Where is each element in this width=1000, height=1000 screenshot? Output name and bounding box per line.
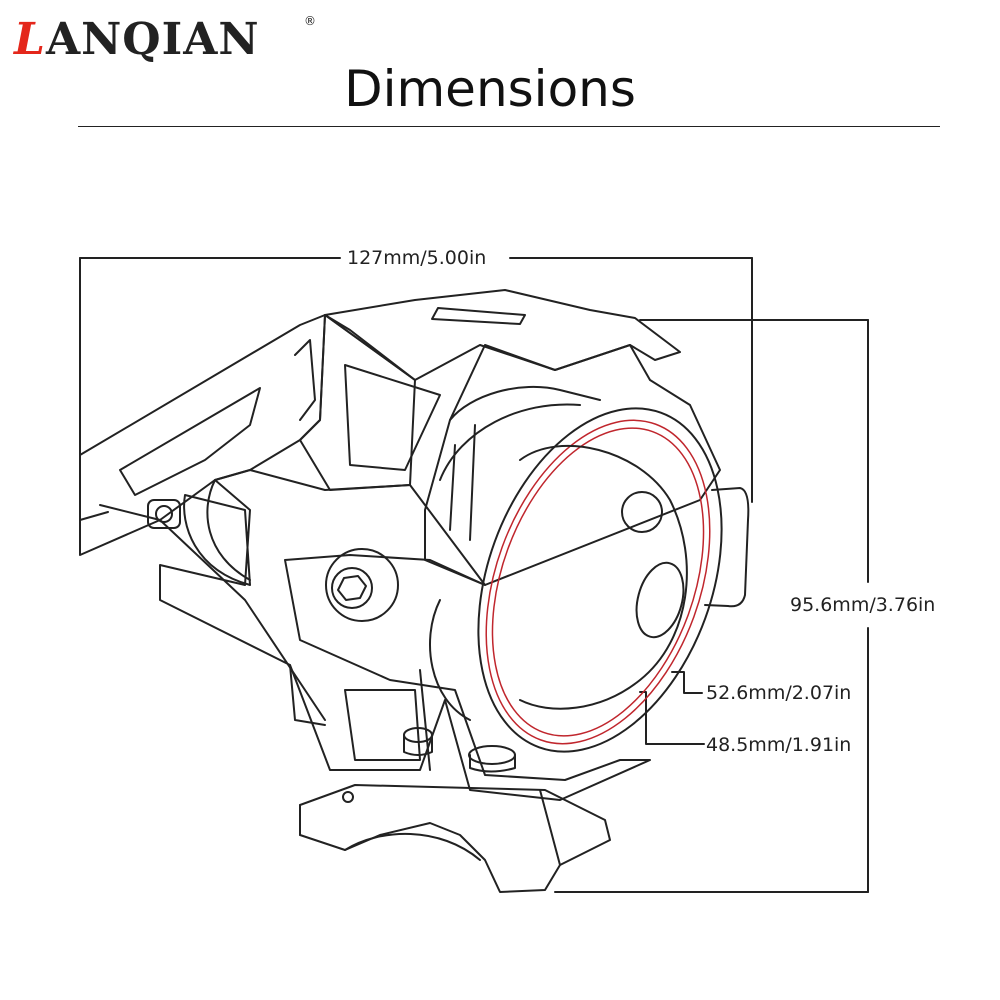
front-frame bbox=[99, 344, 721, 801]
lamp-barrel bbox=[429, 385, 601, 721]
lens-assembly bbox=[477, 407, 723, 753]
brand-logo-rest: ANQIAN bbox=[45, 14, 260, 65]
brand-logo-initial: L bbox=[14, 14, 46, 65]
hex-socket-bolt-icon bbox=[325, 548, 399, 622]
side-cap bbox=[704, 487, 750, 608]
height-dimension-line bbox=[554, 319, 869, 893]
title-divider bbox=[78, 126, 940, 127]
registered-mark: ® bbox=[304, 14, 317, 28]
page-title: Dimensions bbox=[344, 60, 636, 118]
inner-ring-dimension-label: 48.5mm/1.91in bbox=[706, 734, 851, 756]
height-dimension-label: 95.6mm/3.76in bbox=[790, 594, 935, 616]
width-dimension-label: 127mm/5.00in bbox=[347, 247, 486, 269]
outer-ring-dimension-label: 52.6mm/2.07in bbox=[706, 682, 851, 704]
visor-plate bbox=[324, 289, 681, 381]
bottom-bolt-icon bbox=[403, 727, 516, 773]
inner-ring-leader bbox=[639, 691, 705, 745]
mounting-base bbox=[299, 784, 611, 893]
left-side-plate bbox=[79, 314, 326, 556]
rear-nut-icon bbox=[147, 499, 181, 529]
brand-logo: LANQIAN ® bbox=[14, 14, 317, 78]
